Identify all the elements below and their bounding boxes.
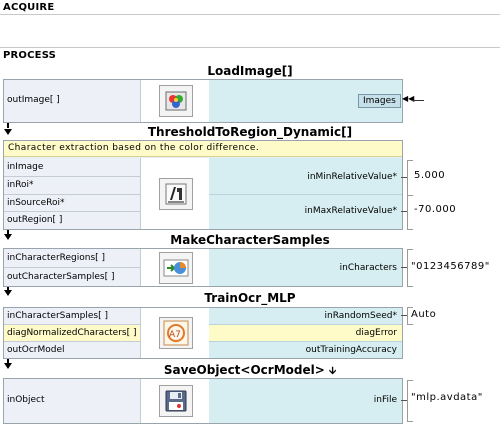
port-incharacters[interactable]: inCharacters	[339, 263, 397, 273]
ocr-training-icon: A7	[159, 317, 193, 349]
row-divider	[209, 324, 402, 325]
value-inrandomseed[interactable]: Auto	[411, 309, 437, 320]
port-outimage[interactable]: outImage[ ]	[7, 95, 60, 105]
global-param-images[interactable]: Images	[358, 94, 401, 108]
node-saveobject[interactable]: inObject inFile	[3, 378, 403, 424]
section-process-label: PROCESS	[3, 50, 57, 61]
node-icon-cell	[140, 80, 211, 122]
character-samples-icon	[159, 252, 193, 284]
program-flow-line	[7, 357, 9, 364]
value-bracket	[407, 307, 413, 325]
flow-arrow-icon	[4, 234, 12, 240]
value-bracket	[407, 160, 413, 196]
save-disk-icon	[159, 385, 193, 417]
node-title-trainocr[interactable]: TrainOcr_MLP	[204, 291, 296, 305]
expand-down-icon[interactable]: 🡫	[328, 366, 337, 377]
value-connector	[401, 267, 407, 268]
node-right-column	[209, 379, 402, 423]
node-icon-cell	[140, 379, 211, 423]
program-flow-line	[7, 285, 9, 292]
value-connector	[401, 177, 407, 178]
row-divider	[209, 341, 402, 342]
node-trainocr[interactable]: inCharacterSamples[ ] diagNormalizedChar…	[3, 307, 403, 359]
value-connector	[401, 400, 407, 401]
flow-arrow-icon	[4, 129, 12, 135]
port-outregion[interactable]: outRegion[ ]	[7, 215, 63, 225]
node-left-column	[4, 80, 140, 122]
value-infile[interactable]: "mlp.avdata"	[411, 392, 483, 403]
binding-connector	[412, 100, 424, 101]
flow-arrow-icon	[4, 290, 12, 296]
node-left-column	[4, 158, 140, 229]
node-title-saveobject[interactable]: SaveObject<OcrModel> 🡫	[0, 363, 500, 381]
node-comment[interactable]: Character extraction based on the color …	[4, 141, 402, 157]
port-inrandomseed[interactable]: inRandomSeed*	[324, 311, 397, 321]
program-flow-line	[7, 228, 9, 236]
port-incharacterregions[interactable]: inCharacterRegions[ ]	[7, 253, 106, 263]
row-divider	[4, 267, 140, 268]
threshold-icon	[159, 178, 193, 210]
node-right-column	[209, 158, 402, 229]
diag-row-highlight	[4, 324, 140, 341]
port-diagerror[interactable]: diagError	[355, 328, 397, 338]
image-palette-icon	[159, 85, 193, 117]
port-outcharactersamples[interactable]: outCharacterSamples[ ]	[7, 272, 115, 282]
port-inimage[interactable]: inImage	[7, 162, 44, 172]
node-title-threshold[interactable]: ThresholdToRegion_Dynamic[]	[147, 125, 353, 139]
node-makecharactersamples[interactable]: inCharacterRegions[ ] outCharacterSample…	[3, 248, 403, 287]
section-acquire-label: ACQUIRE	[3, 2, 55, 13]
value-bracket	[407, 380, 413, 422]
port-diagnormalizedcharacters[interactable]: diagNormalizedCharacters[ ]	[7, 328, 137, 338]
section-process-divider	[0, 47, 500, 48]
svg-text:A7: A7	[169, 330, 181, 340]
value-inminrelativevalue[interactable]: 5.000	[414, 170, 446, 181]
value-connector	[401, 315, 407, 316]
flow-arrow-icon	[4, 363, 12, 369]
port-inmaxrelativevalue[interactable]: inMaxRelativeValue*	[304, 206, 397, 216]
node-icon-cell	[140, 249, 211, 286]
row-divider	[4, 176, 140, 177]
node-right-column	[209, 249, 402, 286]
port-insourceroi[interactable]: inSourceRoi*	[7, 198, 65, 208]
row-divider	[209, 194, 402, 195]
node-title-makecharactersamples[interactable]: MakeCharacterSamples	[170, 233, 330, 247]
value-bracket	[407, 249, 413, 287]
row-divider	[4, 324, 140, 325]
value-connector	[401, 211, 407, 212]
row-divider	[4, 211, 140, 212]
section-acquire-divider	[0, 14, 500, 15]
port-outtrainingaccuracy[interactable]: outTrainingAccuracy	[305, 345, 397, 355]
node-loadimage[interactable]: outImage[ ] inFile	[3, 79, 403, 123]
port-incharactersamples[interactable]: inCharacterSamples[ ]	[7, 311, 108, 321]
node-left-column	[4, 379, 140, 423]
binding-arrow-icon: ◀◀	[402, 94, 415, 103]
port-inminrelativevalue[interactable]: inMinRelativeValue*	[307, 172, 397, 182]
value-inmaxrelativevalue[interactable]: -70.000	[414, 204, 457, 215]
value-bracket	[407, 195, 413, 230]
program-flow-line	[7, 122, 9, 128]
port-infile[interactable]: inFile	[373, 395, 397, 405]
value-incharacters[interactable]: "0123456789"	[411, 261, 490, 272]
node-title-text: SaveObject<OcrModel>	[163, 363, 325, 377]
port-inobject[interactable]: inObject	[7, 395, 45, 405]
diag-row-highlight	[209, 324, 402, 341]
port-inroi[interactable]: inRoi*	[7, 180, 34, 190]
row-divider	[4, 341, 140, 342]
node-icon-cell: A7	[140, 308, 211, 358]
row-divider	[4, 194, 140, 195]
node-title-loadimage[interactable]: LoadImage[]	[207, 64, 293, 78]
port-outocrmodel[interactable]: outOcrModel	[7, 345, 65, 355]
node-threshold[interactable]: Character extraction based on the color …	[3, 140, 403, 230]
node-icon-cell	[140, 158, 211, 229]
